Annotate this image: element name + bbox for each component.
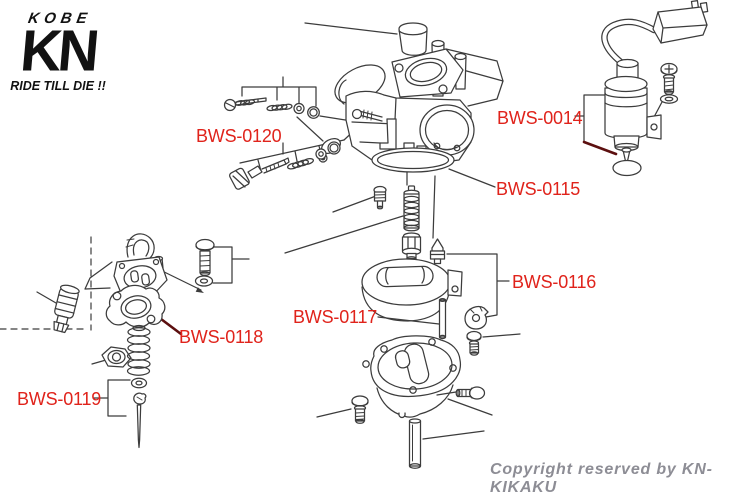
- float-bowl: [362, 335, 462, 419]
- cover-screw-set: [194, 238, 215, 287]
- part-label-bws0014: BWS-0014: [497, 108, 583, 128]
- drain-screw: [455, 386, 486, 400]
- jet-needle: [136, 404, 142, 449]
- misc-leader-lines: [36, 22, 663, 440]
- needle-jet-emulsion-tube: [403, 185, 420, 232]
- cable-nut: [101, 346, 132, 368]
- pilot-jet: [373, 185, 387, 210]
- top-cover-gasket: [105, 284, 166, 328]
- air-screw-set-upper: [223, 97, 320, 119]
- needle-washer: [130, 377, 148, 389]
- part-label-bws0120: BWS-0120: [196, 126, 282, 146]
- bracket-bws0119: [92, 379, 131, 417]
- bracket-cover-screw-set: [212, 246, 250, 284]
- float-pin: [438, 297, 447, 340]
- copyright-text: Copyright reserved by KN-KIKAKU: [490, 461, 713, 492]
- logo-kn-text: KN: [18, 18, 99, 84]
- part-label-bws0117: BWS-0117: [293, 307, 378, 327]
- intake-cap: [398, 22, 428, 56]
- pointer-bws0115: [448, 168, 496, 188]
- auto-choke-unit: [601, 0, 709, 177]
- main-jet: [401, 232, 422, 261]
- bracket-upper-screw-set: [241, 76, 317, 107]
- bowl-screw: [351, 395, 369, 424]
- part-label-bws0118: BWS-0118: [179, 327, 264, 347]
- drain-tube: [408, 418, 422, 469]
- bracket-lower-screw-set: [239, 139, 345, 172]
- bracket-bws0116: [446, 253, 510, 318]
- boundary-dashed-lines: [0, 236, 92, 331]
- part-label-bws0119: BWS-0119: [17, 389, 102, 409]
- logo-tagline-text: RIDE TILL DIE !!: [10, 78, 106, 93]
- bracket-bws0014: [574, 94, 618, 156]
- carb-base-gasket: [371, 147, 455, 173]
- part-label-bws0116: BWS-0116: [512, 272, 597, 292]
- float-chamber-screw: [466, 330, 482, 356]
- needle-clip: [133, 392, 147, 405]
- starter-jet: [429, 238, 446, 265]
- part-label-bws0115: BWS-0115: [496, 179, 581, 199]
- kn-logo: KOBE KN RIDE TILL DIE !!: [8, 10, 108, 93]
- throttle-screw-set-lower: [229, 141, 341, 190]
- cable-adjuster: [53, 284, 80, 334]
- float-ring: [361, 258, 463, 322]
- float-valve-clip: [464, 305, 489, 330]
- choke-screw-and-washer: [659, 62, 679, 104]
- carburetor-body: [318, 39, 504, 164]
- throttle-spring: [126, 324, 151, 376]
